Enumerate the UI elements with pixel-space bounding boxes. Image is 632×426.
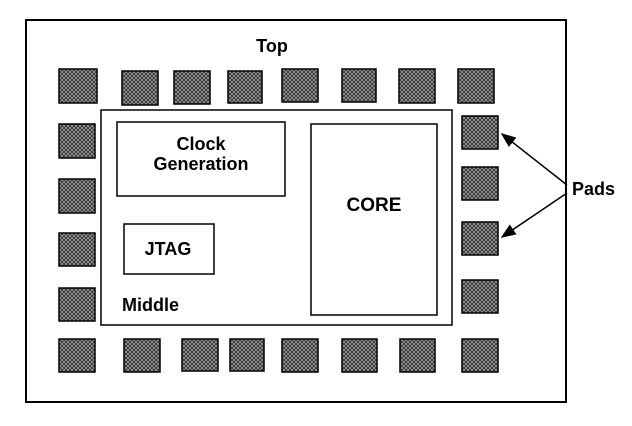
jtag-label: JTAG bbox=[145, 239, 192, 259]
io-pad bbox=[341, 338, 378, 373]
pads-arrow-lower bbox=[500, 192, 568, 238]
io-pad bbox=[121, 70, 159, 106]
io-pad bbox=[229, 338, 265, 372]
io-pad bbox=[457, 68, 495, 104]
top-label: Top bbox=[256, 36, 288, 56]
io-pad bbox=[173, 70, 211, 105]
pads-group bbox=[58, 68, 499, 373]
middle-boundary bbox=[100, 109, 453, 326]
io-pad bbox=[181, 338, 219, 372]
middle-label: Middle bbox=[122, 295, 179, 315]
clock-generation-block bbox=[116, 121, 286, 197]
clock-label-line2: Generation bbox=[153, 154, 248, 174]
io-pad bbox=[398, 68, 436, 104]
pads-label: Pads bbox=[572, 179, 615, 199]
pads-arrow-upper bbox=[500, 133, 568, 186]
clock-label-line1: Clock bbox=[176, 134, 226, 154]
io-pad bbox=[399, 338, 436, 373]
io-pad bbox=[123, 338, 161, 373]
jtag-block bbox=[123, 223, 215, 275]
core-label: CORE bbox=[347, 195, 402, 216]
io-pad bbox=[461, 115, 499, 150]
core-block bbox=[310, 123, 438, 316]
io-pad bbox=[461, 221, 499, 256]
top-boundary bbox=[25, 19, 567, 403]
io-pad bbox=[461, 279, 499, 314]
io-pad bbox=[58, 287, 96, 322]
io-pad bbox=[227, 70, 263, 104]
io-pad bbox=[58, 68, 98, 104]
io-pad bbox=[461, 166, 499, 201]
io-pad bbox=[281, 338, 319, 373]
io-pad bbox=[58, 178, 96, 214]
io-pad bbox=[461, 338, 499, 373]
io-pad bbox=[58, 123, 96, 159]
io-pad bbox=[341, 68, 377, 103]
io-pad bbox=[58, 232, 96, 267]
io-pad bbox=[281, 68, 319, 103]
io-pad bbox=[58, 338, 96, 373]
